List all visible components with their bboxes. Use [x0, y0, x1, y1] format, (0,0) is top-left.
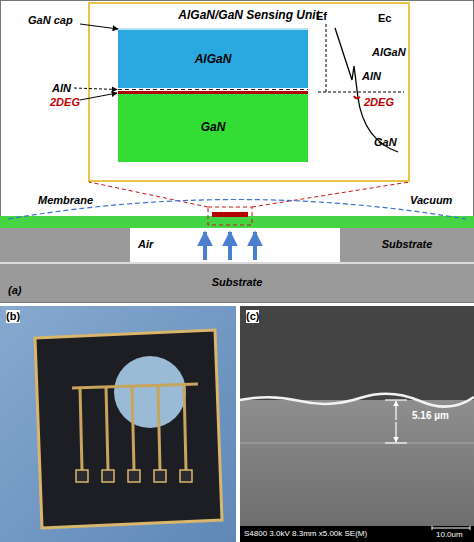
zoom-leaders — [89, 182, 409, 225]
region-name: Air — [138, 238, 153, 251]
substrate-block — [0, 228, 130, 262]
algan-layer: AlGaN — [118, 30, 308, 88]
twodeg-well — [354, 96, 360, 98]
membrane-layer — [0, 216, 474, 228]
photo-panel: (b) — [0, 306, 236, 542]
inset-title: AlGaN/GaN Sensing Unit — [90, 8, 408, 22]
sem-surface — [240, 394, 474, 407]
band-label: 2DEG — [364, 96, 394, 109]
sem-cross-section — [240, 400, 474, 526]
inset-background — [88, 2, 410, 182]
substrate-block: Substrate — [340, 228, 474, 262]
substrate-base: Substrate — [0, 264, 474, 302]
layer-name: GaN — [118, 120, 308, 134]
band-label: AlN — [362, 70, 381, 83]
band-label: AlGaN — [372, 46, 406, 59]
sem-panel: (c) 5.16 µm S4800 3.0kV 8.3mm x5.00k SE(M)… — [240, 306, 474, 542]
aln-layer — [118, 89, 308, 90]
chip-membrane — [114, 356, 186, 428]
sem-background — [240, 306, 474, 542]
panel-label: (c) — [246, 310, 259, 323]
layer-label: AlN — [52, 82, 71, 95]
sem-interface — [240, 443, 474, 444]
sensor-chip — [35, 330, 222, 528]
gan-layer: GaN — [118, 94, 308, 162]
dimension-text: 5.16 µm — [412, 410, 449, 422]
air-cavity: Air — [130, 228, 340, 262]
layer-label: GaN cap — [28, 14, 73, 27]
bond-pads — [76, 470, 192, 482]
region-name: Substrate — [0, 276, 474, 289]
panel-label: (a) — [8, 284, 21, 297]
sem-footer — [240, 526, 474, 542]
band-label: GaN — [374, 136, 397, 149]
region-name: Substrate — [340, 238, 474, 251]
layer-pointers — [74, 24, 118, 100]
scale-text: 10.0um — [436, 530, 463, 540]
panel-label: (b) — [6, 310, 20, 323]
band-label: Ec — [378, 12, 391, 25]
sem-scale-bar — [432, 526, 470, 530]
photo-background — [0, 306, 236, 542]
sensing-unit — [212, 212, 248, 217]
thickness-dimension — [385, 400, 407, 443]
inset-box: AlGaN/GaN Sensing UnitAlGaN GaN — [88, 2, 410, 182]
electrode-traces — [72, 384, 198, 470]
panel-frame — [1, 1, 474, 303]
fermi-leader — [326, 24, 327, 92]
fermi-level — [318, 92, 404, 93]
layer-label: 2DEG — [50, 96, 80, 109]
region-label: Vacuum — [410, 194, 452, 207]
layer-name: AlGaN — [118, 52, 308, 66]
band-label: Ef — [316, 10, 327, 23]
sem-info: S4800 3.0kV 8.3mm x5.00k SE(M) — [244, 529, 367, 539]
region-label: Membrane — [38, 194, 93, 207]
